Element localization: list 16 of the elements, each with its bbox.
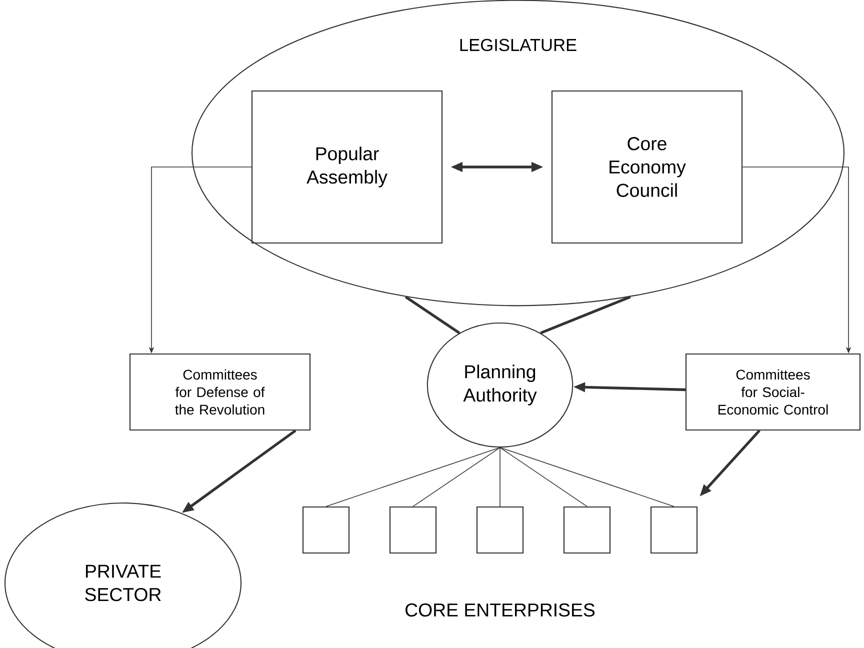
connector-line <box>500 447 674 507</box>
connector-line <box>540 296 631 334</box>
enterprise-box <box>302 506 350 554</box>
connector-line <box>326 447 500 507</box>
enterprise-box <box>389 506 437 554</box>
enterprise-box <box>563 506 611 554</box>
connector-line <box>404 296 460 334</box>
connector-line <box>500 447 588 507</box>
enterprise-box <box>650 506 698 554</box>
process-box: Popular Assembly <box>251 90 443 244</box>
process-box: Core Economy Council <box>551 90 743 244</box>
connector-line <box>412 447 500 507</box>
process-box: Committees for Social-Economic Control <box>685 353 861 431</box>
process-box: Committees for Defense of the Revolution <box>129 353 311 431</box>
enterprise-box <box>476 506 524 554</box>
caption-label: CORE ENTERPRISES <box>406 603 595 617</box>
